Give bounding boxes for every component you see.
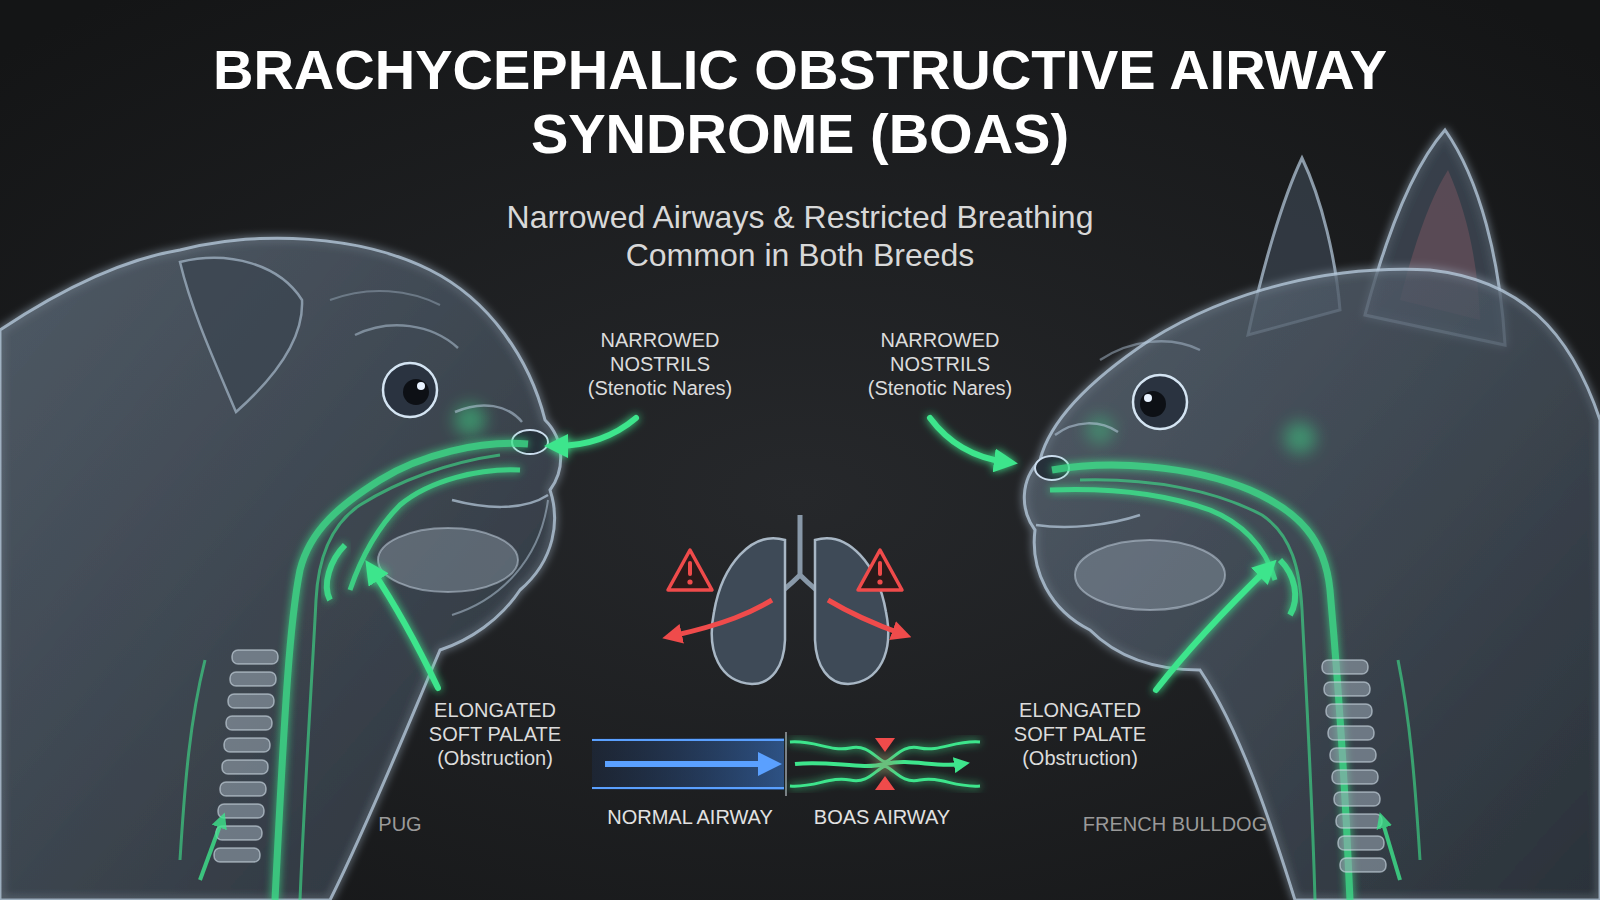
airway-label: NORMAL AIRWAY [580,805,800,829]
callout-label: ELONGATED SOFT PALATE (Obstruction) [410,698,580,770]
airway-label: BOAS AIRWAY [782,805,982,829]
callout-label: ELONGATED SOFT PALATE (Obstruction) [995,698,1165,770]
lungs-icon [668,515,902,684]
callout-label: NARROWED NOSTRILS (Stenotic Nares) [855,328,1025,400]
breed-label: FRENCH BULLDOG [1055,812,1295,836]
warning-symbol [858,550,902,590]
title: BRACHYCEPHALIC OBSTRUCTIVE AIRWAY SYNDRO… [200,38,1400,167]
breed-label: PUG [350,812,450,836]
airway-comparison [592,732,980,796]
warning-symbol [668,550,712,590]
french-bulldog-head [1024,130,1600,900]
subtitle: Narrowed Airways & Restricted Breathing … [450,198,1150,275]
callout-arrows [372,418,1268,690]
callout-label: NARROWED NOSTRILS (Stenotic Nares) [575,328,745,400]
pug-head [0,238,561,900]
